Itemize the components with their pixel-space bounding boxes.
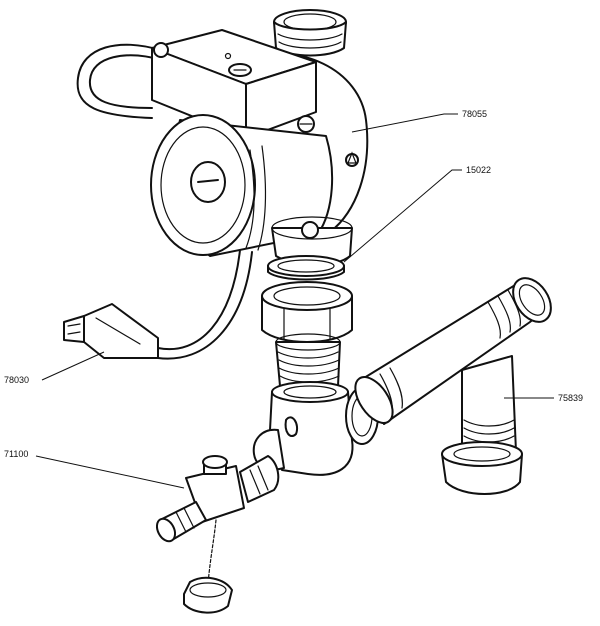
- union-nut: [261, 281, 353, 343]
- leader-71100: [35, 455, 185, 489]
- circulator-pump: [150, 9, 369, 266]
- long-pipe: [354, 277, 552, 495]
- part-label-drain-valve: 71100: [4, 449, 28, 459]
- cable-loop: [76, 43, 163, 119]
- leader-78030: [41, 351, 105, 381]
- part-label-elbow-pipe: 75839: [558, 393, 583, 403]
- part-label-pump: 78055: [462, 109, 487, 119]
- gasket-washer: [267, 255, 345, 281]
- leader-78055: [351, 113, 458, 133]
- part-label-gasket: 15022: [466, 165, 491, 175]
- drain-valve: [155, 455, 280, 614]
- leader-15022: [343, 169, 462, 263]
- leader-lines: [35, 113, 554, 489]
- elbow-fitting: [252, 381, 379, 476]
- part-label-plug-connector: 78030: [4, 375, 29, 385]
- plug-connector: [63, 249, 253, 360]
